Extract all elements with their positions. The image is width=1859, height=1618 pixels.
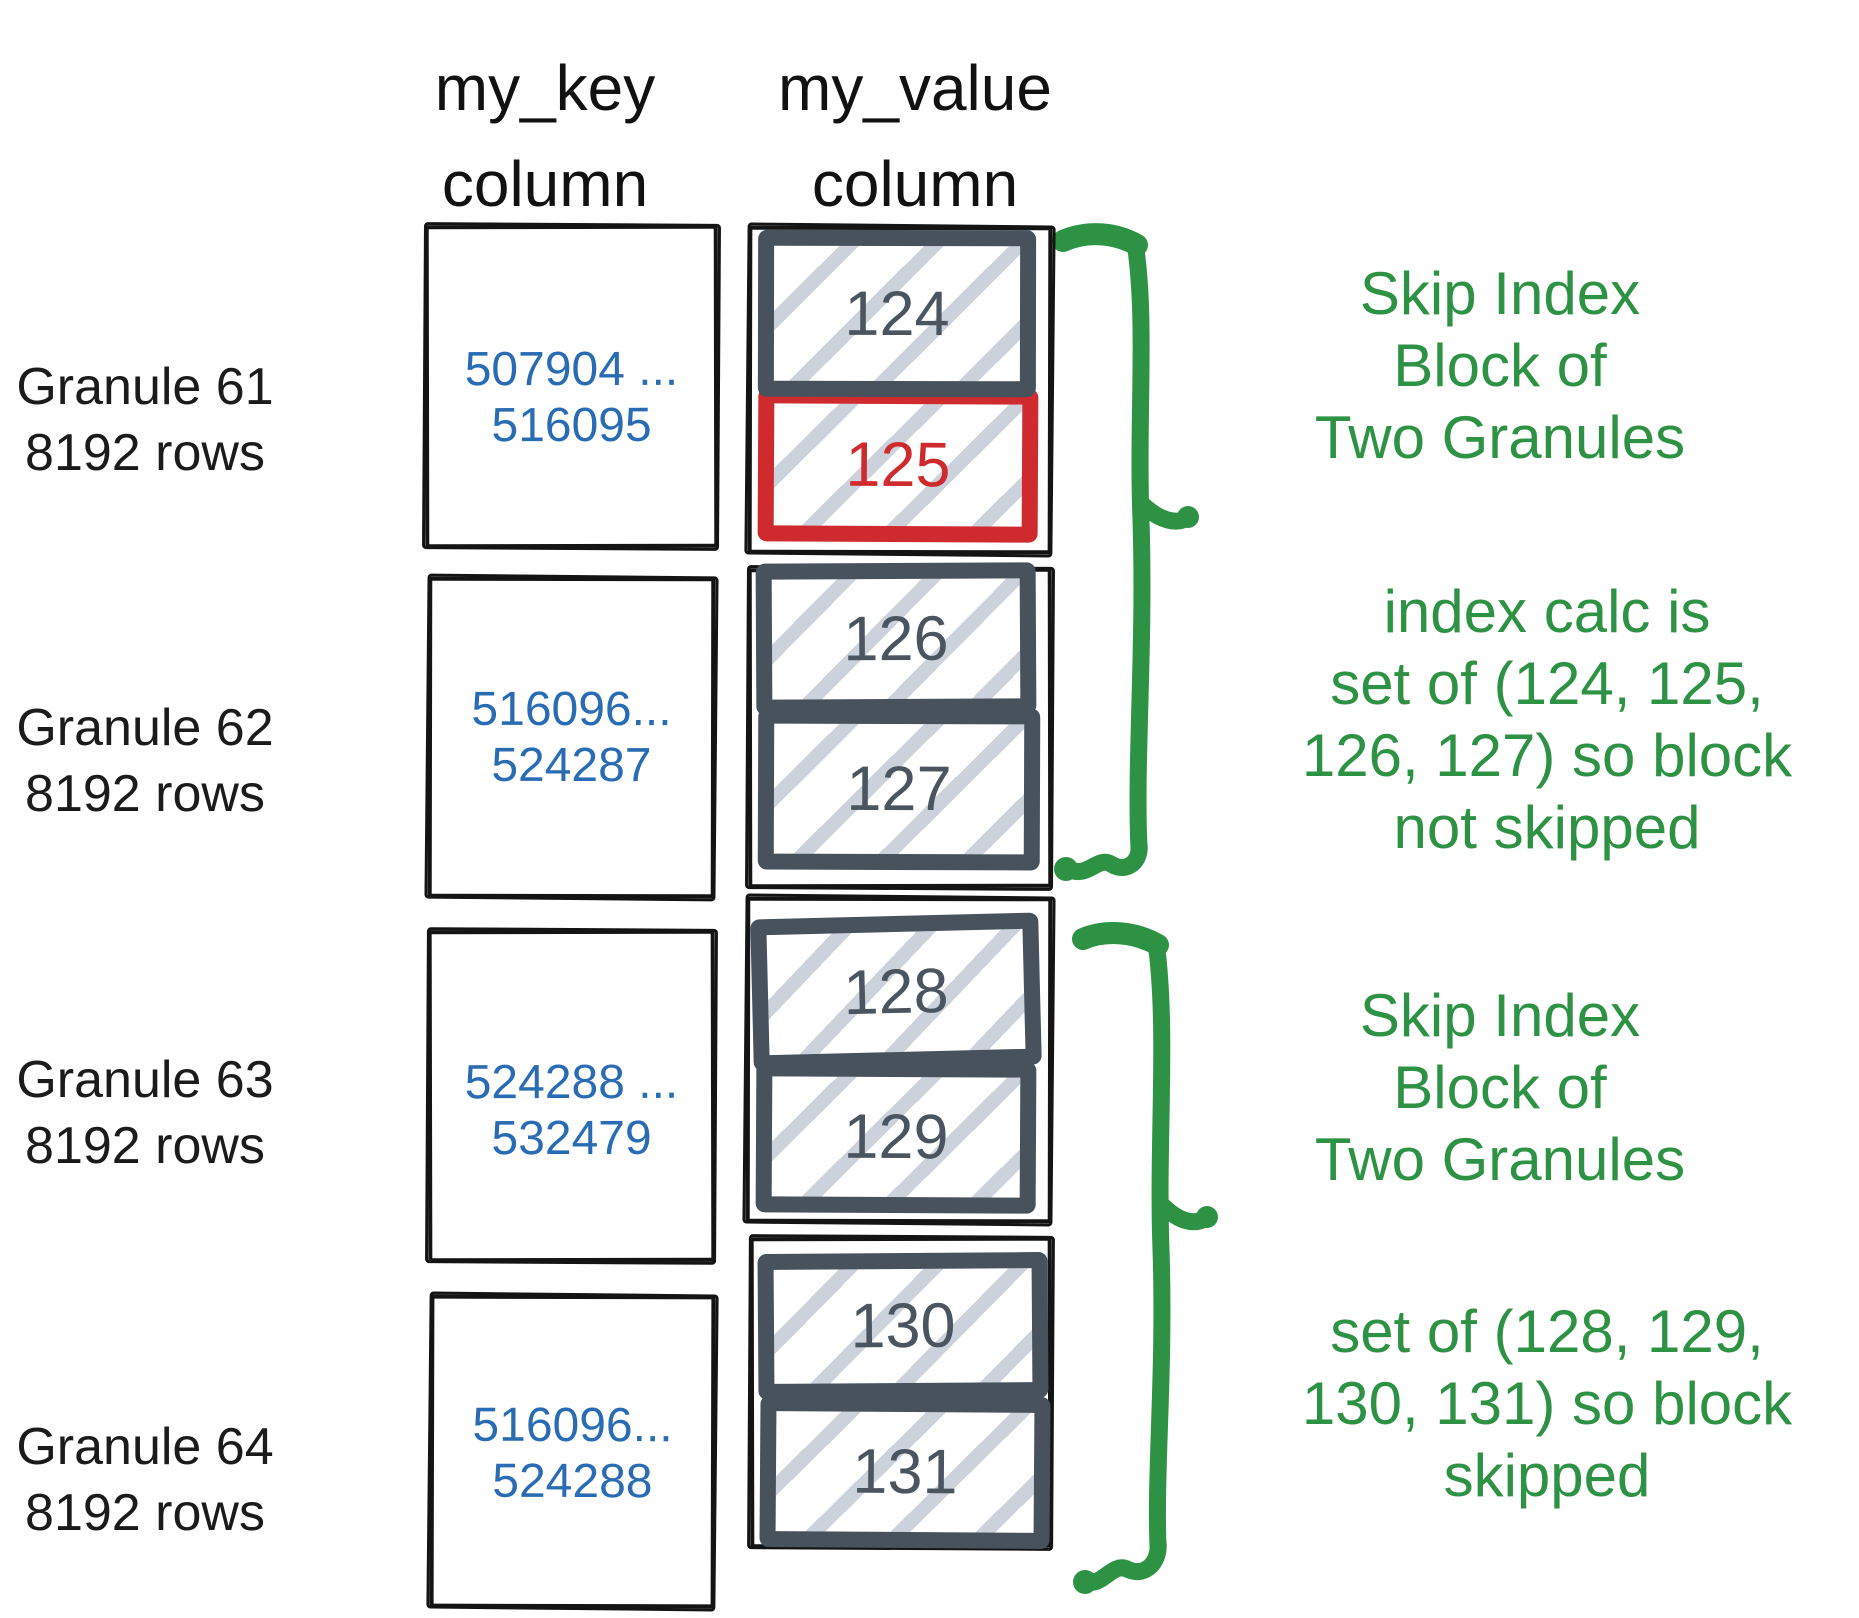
granule-64-name: Granule 64 — [16, 1418, 274, 1476]
value-block-130-label: 130 — [850, 1290, 956, 1362]
bracket-1-hook — [1059, 836, 1148, 880]
value-block-128: 128 — [750, 912, 1042, 1072]
annotation-4-line1: set of (128, 129, — [1330, 1298, 1764, 1365]
granule-62-label: Granule 62 8192 rows — [15, 695, 275, 827]
value-column-header: my_value column — [715, 40, 1115, 232]
bracket-1-tick-dot — [1177, 506, 1199, 528]
value-block-129-label: 129 — [843, 1101, 949, 1173]
annotation-1-line3: Two Granules — [1314, 404, 1686, 471]
annotation-skip-index-block-1: Skip Index Block of Two Granules — [1150, 258, 1850, 474]
granule-63-label: Granule 63 8192 rows — [15, 1047, 275, 1179]
annotation-index-calc-skipped: set of (128, 129, 130, 131) so block ski… — [1235, 1296, 1859, 1512]
annotation-2-line3: 126, 127) so block — [1301, 722, 1793, 789]
key-column-header-line2: column — [441, 148, 649, 220]
annotation-skip-index-block-2: Skip Index Block of Two Granules — [1150, 980, 1850, 1196]
value-block-129: 129 — [755, 1060, 1037, 1214]
granule-64-key-range-start: 516096... — [472, 1398, 673, 1452]
granule-63-key-range-end: 532479 — [491, 1111, 652, 1166]
granule-61-rows: 8192 rows — [25, 424, 265, 482]
granule-63-rows: 8192 rows — [25, 1117, 265, 1175]
value-block-131-label: 131 — [852, 1436, 958, 1508]
value-block-124-label: 124 — [844, 278, 950, 349]
bracket-1-top — [1052, 223, 1148, 256]
bracket-1-tick — [1134, 496, 1196, 530]
annotation-3-line1: Skip Index — [1359, 982, 1641, 1049]
granule-61-key-range-start: 507904 ... — [464, 342, 679, 396]
annotation-3-line2: Block of — [1393, 1054, 1607, 1121]
annotation-4-line3: skipped — [1443, 1442, 1651, 1509]
granule-63-name: Granule 63 — [16, 1051, 274, 1109]
granule-63-key-range-start: 524288 ... — [464, 1055, 679, 1110]
key-column-header: my_key column — [345, 40, 745, 232]
annotation-2-line1: index calc is — [1383, 578, 1711, 645]
value-column-header-line2: column — [811, 148, 1019, 220]
granule-62-key-box: 516096... 524287 — [427, 576, 716, 899]
value-block-126-label: 126 — [843, 603, 949, 675]
value-block-125-label: 125 — [845, 429, 951, 501]
annotation-1-line2: Block of — [1393, 332, 1607, 399]
granule-64-label: Granule 64 8192 rows — [15, 1414, 275, 1546]
value-block-130: 130 — [757, 1251, 1049, 1401]
annotation-2-line2: set of (124, 125, — [1330, 650, 1764, 717]
granule-61-name: Granule 61 — [16, 358, 274, 416]
granule-62-key-range-start: 516096... — [471, 682, 672, 736]
key-column-header-line1: my_key — [434, 52, 656, 124]
value-block-124: 124 — [757, 229, 1037, 398]
bracket-2-tick-dot — [1196, 1206, 1218, 1228]
bracket-2-hook-dot — [1073, 1570, 1097, 1594]
bracket-2-hook — [1077, 1534, 1167, 1591]
granule-62-key-range-end: 524287 — [491, 738, 652, 792]
granule-61-label: Granule 61 8192 rows — [15, 354, 275, 486]
value-block-127-label: 127 — [846, 753, 952, 825]
value-block-128-label: 128 — [842, 955, 950, 1029]
granule-61-key-range-end: 516095 — [491, 398, 652, 452]
annotation-index-calc-not-skipped: index calc is set of (124, 125, 126, 127… — [1235, 576, 1859, 864]
value-block-131: 131 — [759, 1394, 1051, 1550]
granule-62-rows: 8192 rows — [25, 765, 265, 823]
granule-64-rows: 8192 rows — [25, 1484, 265, 1542]
annotation-2-line4: not skipped — [1393, 794, 1701, 861]
value-block-125-highlighted: 125 — [757, 387, 1039, 543]
annotation-1-line1: Skip Index — [1359, 260, 1641, 327]
granule-63-key-box: 524288 ... 532479 — [427, 929, 716, 1263]
granule-64-key-box: 516096... 524288 — [429, 1294, 716, 1609]
value-column-header-line1: my_value — [778, 52, 1052, 124]
annotation-3-line3: Two Granules — [1314, 1126, 1686, 1193]
granule-61-key-box: 507904 ... 516095 — [424, 224, 719, 549]
annotation-4-line2: 130, 131) so block — [1301, 1370, 1793, 1437]
bracket-1-stem — [1126, 234, 1151, 858]
bracket-2-top — [1072, 922, 1169, 956]
granule-62-name: Granule 62 — [16, 699, 274, 757]
bracket-1-hook-dot — [1054, 857, 1078, 881]
bracket-2-tick — [1153, 1196, 1215, 1231]
value-block-127: 127 — [757, 707, 1041, 871]
value-block-126: 126 — [755, 562, 1037, 716]
granule-64-key-range-end: 524288 — [492, 1454, 653, 1508]
